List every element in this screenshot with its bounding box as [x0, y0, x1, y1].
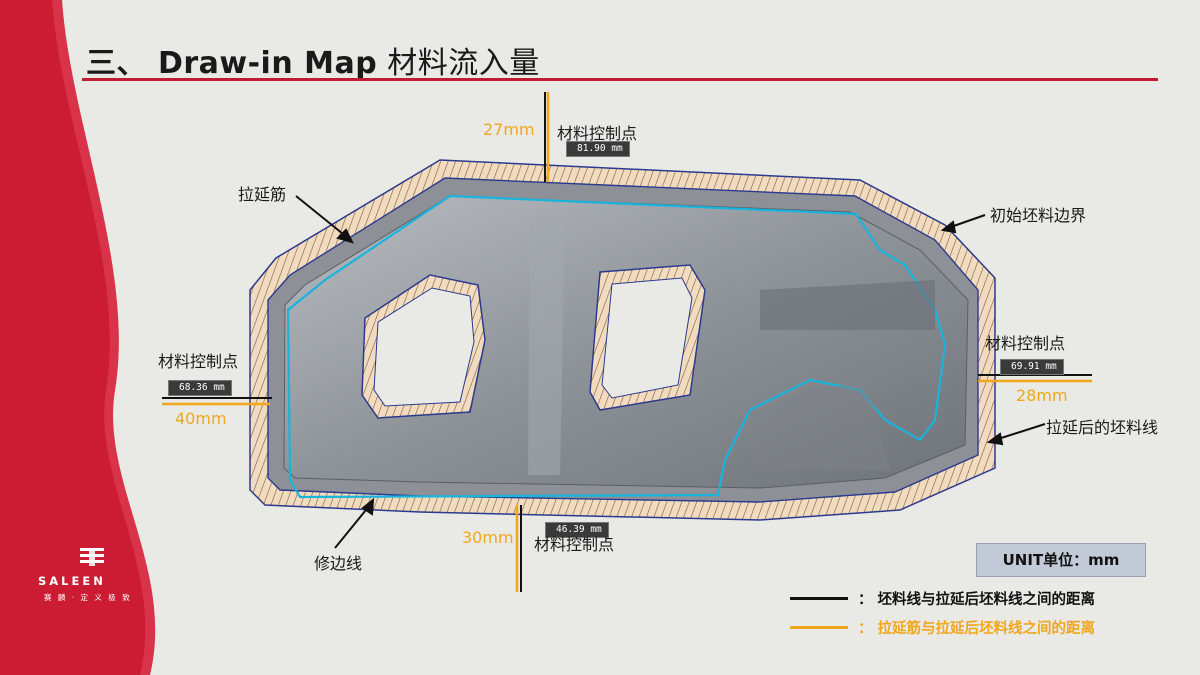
label-post-draw-blank-line: 拉延后的坯料线 — [1046, 418, 1159, 437]
logo-tagline: 赛 麟 · 定 义 极 致 — [44, 593, 132, 602]
arrow-trim-line — [334, 497, 375, 549]
label-initial-blank-edge: 初始坯料边界 — [990, 206, 1087, 225]
left-red-swoosh — [0, 0, 156, 675]
title-cn: 材料流入量 — [387, 46, 540, 81]
left-drawbead-distance: 40mm — [175, 409, 227, 428]
bottom-control-point-label: 材料控制点 — [534, 535, 615, 554]
title-prefix: 三、 Draw-in Map — [86, 46, 378, 81]
measure-right — [978, 374, 1092, 383]
label-drawbead: 拉延筋 — [238, 185, 287, 204]
legend-black-line — [790, 597, 848, 600]
bottom-drawbead-distance: 30mm — [462, 528, 514, 547]
title-underline — [82, 78, 1158, 81]
top-drawbead-distance: 27mm — [483, 120, 535, 139]
arrow-drawbead — [295, 195, 354, 244]
label-trim-line: 修边线 — [314, 554, 363, 573]
legend-black-text: ： 坯料线与拉延后坯料线之间的距离 — [858, 592, 1096, 608]
measure-bottom — [515, 505, 522, 592]
right-drawbead-distance: 28mm — [1016, 386, 1068, 405]
arrow-post-draw-line — [986, 423, 1046, 446]
arrow-initial-blank — [940, 214, 986, 234]
saleen-logo-mark — [80, 548, 104, 566]
left-control-point-label: 材料控制点 — [158, 352, 239, 371]
trim-line-cyan — [286, 194, 947, 499]
left-distance-tag: 68.36 mm — [168, 380, 232, 396]
bottom-distance-tag: 46.39 mm — [545, 522, 609, 538]
legend-orange-line — [790, 626, 848, 629]
right-control-point-label: 材料控制点 — [985, 334, 1066, 353]
page-title: 三、 Draw-in Map 材料流入量 — [86, 38, 540, 82]
logo-name: SALEEN — [38, 574, 106, 588]
unit-box: UNIT单位：mm — [976, 543, 1146, 577]
measure-top — [544, 92, 550, 182]
top-distance-tag: 81.90 mm — [566, 141, 630, 157]
top-control-point-label: 材料控制点 — [557, 124, 638, 143]
right-distance-tag: 69.91 mm — [1000, 359, 1064, 375]
legend-orange-text: ： 拉延筋与拉延后坯料线之间的距离 — [858, 621, 1096, 637]
measure-left — [162, 397, 272, 406]
